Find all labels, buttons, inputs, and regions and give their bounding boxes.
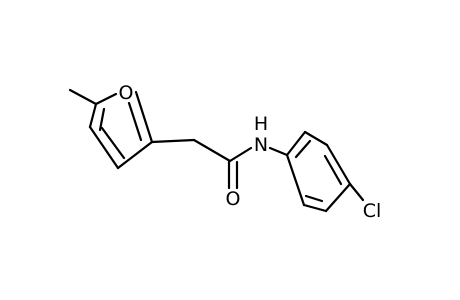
- bond-c4-c5: [88, 102, 98, 129]
- bond-ph-5: [302, 203, 328, 213]
- bond-ph-1-double: [294, 139, 312, 159]
- bond-ph-5-double: [304, 194, 324, 203]
- bond-c2-double-inner: [127, 101, 143, 142]
- bond-ph-3: [325, 143, 352, 186]
- bond-ph-6: [285, 153, 306, 207]
- atom-amide-nitrogen: N: [254, 134, 268, 156]
- bond-c2-c3: [116, 140, 154, 170]
- bond-c3-c4: [88, 125, 120, 170]
- bond-c4-c5-double: [98, 107, 106, 132]
- bond-chain-2: [192, 138, 232, 163]
- bond-c-cl: [348, 182, 365, 202]
- atom-amide-hydrogen: H: [254, 113, 268, 135]
- bond-o1-c2: [134, 90, 154, 144]
- bond-c3-c4-double: [100, 126, 126, 160]
- bond-methyl: [68, 88, 98, 106]
- atom-chlorine: Cl: [363, 200, 382, 222]
- bond-c-n: [228, 146, 253, 163]
- bond-ph-4: [324, 182, 352, 213]
- bond-ph-1: [285, 130, 307, 157]
- bond-chain-1: [150, 138, 196, 144]
- bond-ph-3-double: [323, 154, 343, 186]
- atom-ring-oxygen: O: [119, 82, 134, 104]
- bond-n-aryl: [268, 146, 289, 157]
- bond-ph-2: [303, 130, 329, 147]
- bond-c5-o1: [94, 92, 118, 106]
- atom-carbonyl-oxygen: O: [226, 188, 241, 210]
